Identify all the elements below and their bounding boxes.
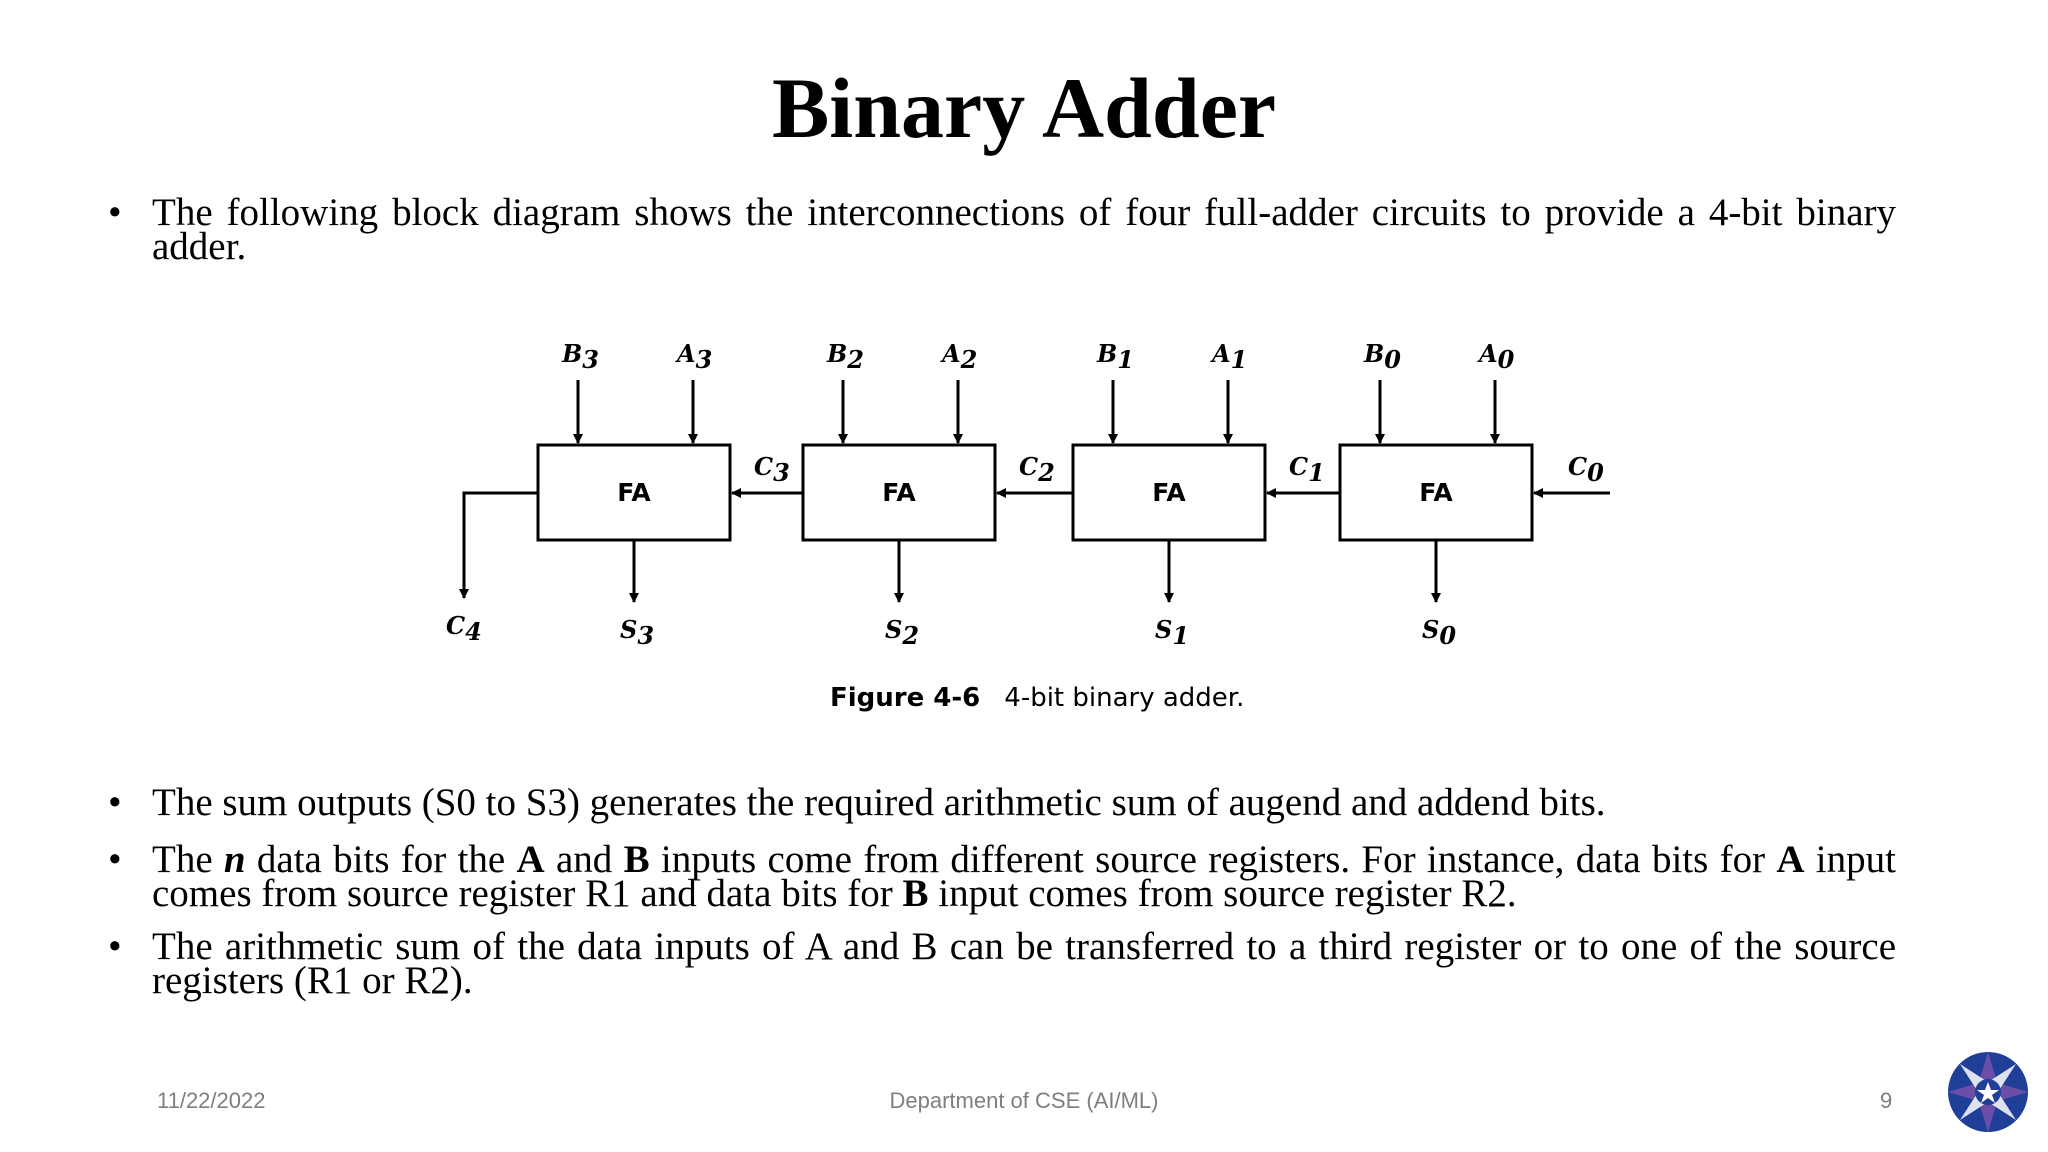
full-adder-block xyxy=(1338,443,1534,542)
bullet-data-bits: • The n data bits for the A and B inputs… xyxy=(108,840,1896,913)
carry-in-label: C1 xyxy=(1289,452,1325,487)
bullet-dot: • xyxy=(108,925,122,968)
sum-output-label: S1 xyxy=(1155,615,1189,650)
bullet-intro-text: The following block diagram shows the in… xyxy=(152,191,1896,268)
bullet-dot: • xyxy=(108,838,122,881)
carry-out-path: C4 xyxy=(446,491,538,646)
full-adder-label: FA xyxy=(1419,478,1453,507)
bullet-sum-outputs-text: The sum outputs (S0 to S3) generates the… xyxy=(152,781,1606,824)
input-a-label: A2 xyxy=(940,339,977,374)
bullet-transfer: • The arithmetic sum of the data inputs … xyxy=(108,927,1896,1000)
bullet-dot: • xyxy=(108,781,122,824)
input-b-label: B0 xyxy=(1363,339,1401,374)
full-adder-block xyxy=(536,443,732,542)
input-a-label: A3 xyxy=(675,339,712,374)
carry-in-label: C0 xyxy=(1568,452,1604,487)
full-adder-block xyxy=(1071,443,1267,542)
carry-in-label: C3 xyxy=(754,452,790,487)
bullet-transfer-text: The arithmetic sum of the data inputs of… xyxy=(152,925,1896,1002)
bullet-sum-outputs: • The sum outputs (S0 to S3) generates t… xyxy=(108,783,1896,822)
college-emblem-icon xyxy=(1948,1052,2028,1132)
full-adder-label: FA xyxy=(1152,478,1186,507)
footer-department: Department of CSE (AI/ML) xyxy=(889,1088,1159,1113)
carry-in-label: C2 xyxy=(1019,452,1055,487)
full-adder-label: FA xyxy=(617,478,651,507)
input-b-label: B3 xyxy=(561,339,599,374)
slide-title: Binary Adder xyxy=(771,60,1277,156)
input-a-label: A1 xyxy=(1210,339,1247,374)
input-a-label: A0 xyxy=(1477,339,1515,374)
slide-number: 9 xyxy=(1880,1088,1893,1113)
input-b-label: B1 xyxy=(1096,339,1134,374)
bullet-intro: • The following block diagram shows the … xyxy=(108,193,1896,266)
sum-output-label: S3 xyxy=(620,615,654,650)
input-b-label: B2 xyxy=(826,339,864,374)
carry-out-label: C4 xyxy=(446,611,482,646)
footer-date: 11/22/2022 xyxy=(157,1088,266,1113)
sum-output-label: S2 xyxy=(885,615,919,650)
bullet-dot: • xyxy=(108,191,122,234)
full-adder-label: FA xyxy=(882,478,916,507)
sum-output-label: S0 xyxy=(1422,615,1456,650)
bullet-data-bits-text: The n data bits for the A and B inputs c… xyxy=(152,838,1896,915)
